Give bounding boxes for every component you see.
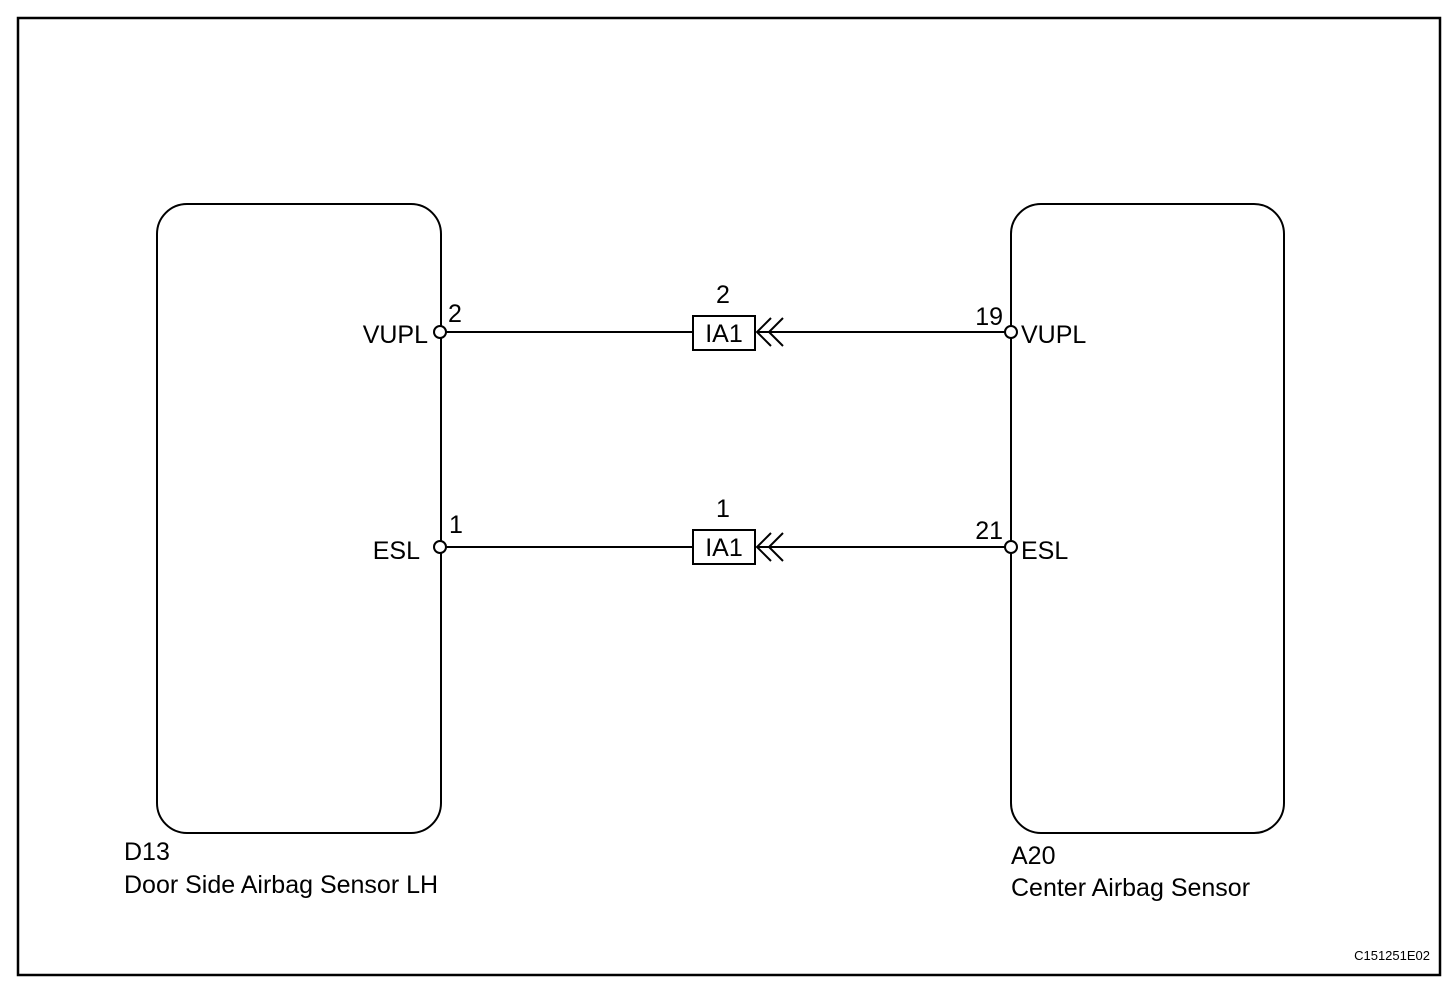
connector-box <box>692 315 756 351</box>
component-box-left <box>156 203 442 834</box>
component-right: A20 Center Airbag Sensor <box>1010 203 1285 902</box>
terminal-circle-right <box>1004 540 1018 554</box>
component-name-left: Door Side Airbag Sensor LH <box>124 871 438 899</box>
diagram-frame <box>16 16 1442 977</box>
connector-box <box>692 529 756 565</box>
terminal-name-left: VUPL <box>363 321 428 349</box>
pin-number-right: 19 <box>975 303 1003 331</box>
terminal-name-left: ESL <box>373 537 420 565</box>
connector-label: IA1 <box>705 534 743 562</box>
pin-number-right: 21 <box>975 517 1003 545</box>
component-name-right: Center Airbag Sensor <box>1011 874 1250 902</box>
connector-pin-number: 2 <box>716 281 730 309</box>
connector-pin-number: 1 <box>716 495 730 523</box>
pin-number-left: 2 <box>448 300 462 328</box>
component-left: D13 Door Side Airbag Sensor LH <box>124 203 442 899</box>
terminal-circle-left <box>433 325 447 339</box>
connector-label: IA1 <box>705 320 743 348</box>
circuit-esl: IA1 1 ESL 1 21 ESL <box>373 495 1068 565</box>
component-id-left: D13 <box>124 838 170 866</box>
double-chevron-icon <box>755 317 784 347</box>
terminal-name-right: ESL <box>1021 537 1068 565</box>
double-chevron-icon <box>755 532 784 562</box>
circuit-vupl: IA1 2 VUPL 2 19 VUPL <box>363 281 1086 351</box>
pin-number-left: 1 <box>449 511 463 539</box>
terminal-name-right: VUPL <box>1021 321 1086 349</box>
terminal-circle-right <box>1004 325 1018 339</box>
component-id-right: A20 <box>1011 842 1055 870</box>
terminal-circle-left <box>433 540 447 554</box>
component-box-right <box>1010 203 1285 834</box>
diagram-code: C151251E02 <box>1354 948 1430 963</box>
